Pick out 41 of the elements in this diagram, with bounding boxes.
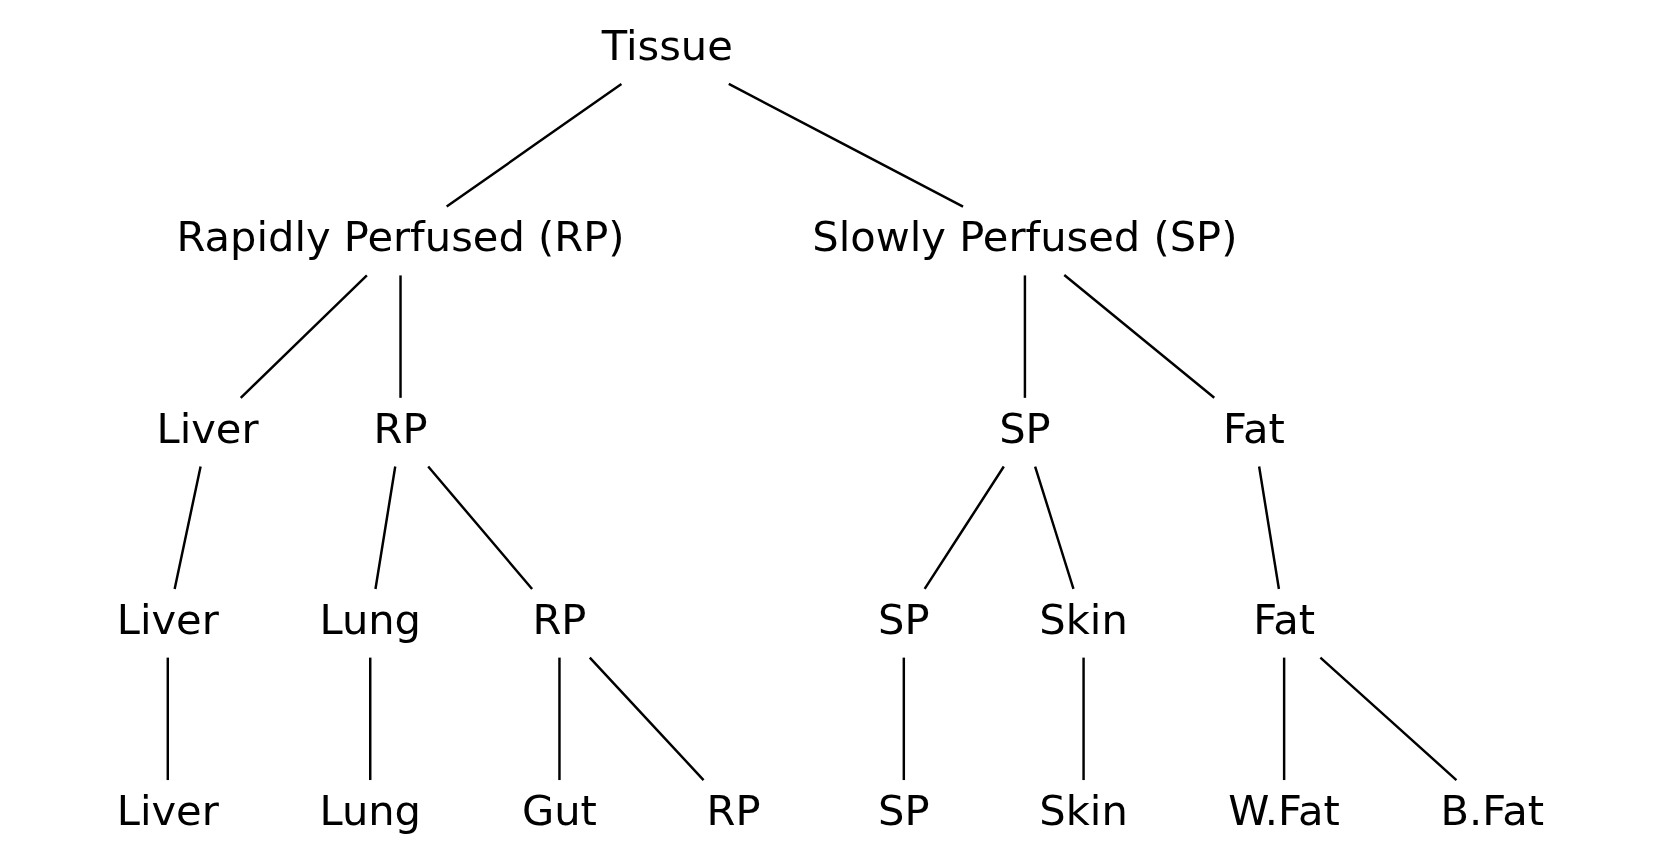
node-text: Skin [1038, 594, 1128, 644]
connector [1033, 466, 1075, 590]
connector [398, 275, 402, 398]
connector [902, 657, 905, 781]
connector [373, 466, 396, 590]
node-text: RP [531, 594, 586, 644]
node-text: Liver [155, 403, 259, 453]
connector [368, 657, 371, 781]
connector [727, 82, 964, 208]
connector [239, 274, 368, 399]
node-text: W.Fat [1227, 785, 1340, 835]
connector [1282, 657, 1285, 781]
connector [426, 465, 533, 590]
connector [445, 82, 622, 208]
node-text: Tissue [601, 21, 733, 71]
node-text: Skin [1038, 785, 1128, 835]
node-text: SP [998, 403, 1051, 453]
node-text: RP [373, 403, 428, 453]
node-text: Lung [318, 785, 421, 835]
node-text: Fat [1252, 594, 1315, 644]
node-text: Liver [116, 785, 219, 835]
connector [557, 657, 561, 781]
node-text: Liver [116, 594, 219, 644]
connector [923, 465, 1005, 590]
node-text: Gut [521, 785, 597, 835]
node-text: Rapidly Perfused (RP) [176, 212, 625, 262]
node-text: Lung [318, 594, 421, 644]
connector [172, 466, 202, 590]
connector [1063, 274, 1215, 399]
connector [1319, 656, 1457, 781]
node-text: Fat [1222, 403, 1285, 453]
connector [588, 656, 704, 781]
node-text: SP [877, 785, 930, 835]
connector [1081, 657, 1085, 781]
node-text: Slowly Perfused (SP) [811, 212, 1237, 262]
connector [1023, 275, 1026, 398]
connector [166, 657, 169, 781]
connector [1257, 466, 1280, 590]
node-text: RP [706, 785, 761, 835]
node-text: B.Fat [1439, 785, 1544, 835]
node-text: SP [877, 594, 930, 644]
